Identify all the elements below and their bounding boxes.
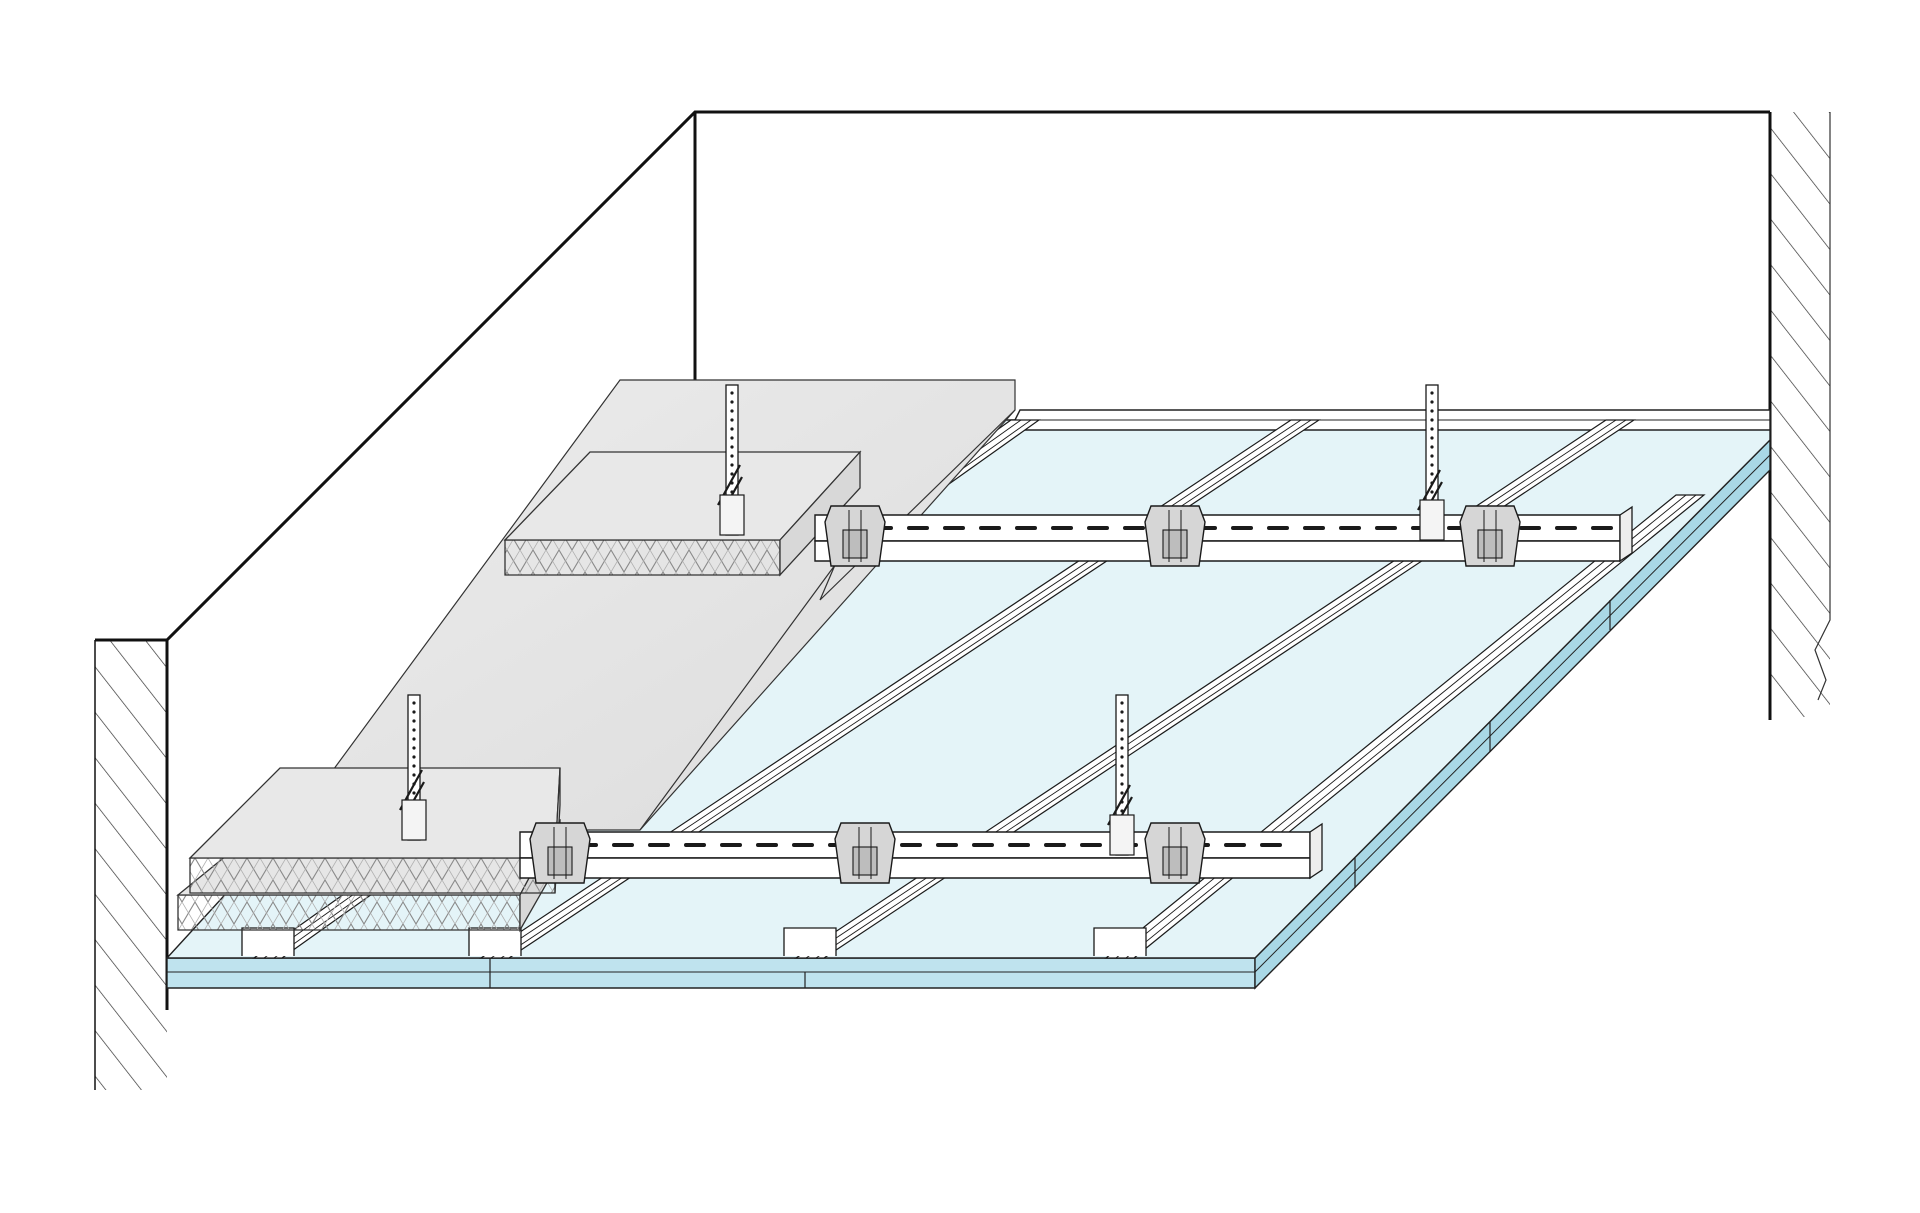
hanger — [1107, 694, 1135, 856]
channel-slot — [1591, 526, 1613, 530]
channel-slot — [1375, 526, 1397, 530]
primary-channel — [814, 505, 1633, 563]
hanger — [717, 384, 745, 536]
channel-slot — [1051, 526, 1073, 530]
channel-slot — [907, 526, 929, 530]
channel-slot — [900, 843, 922, 847]
channel-slot — [720, 843, 742, 847]
channel-slot — [1123, 526, 1145, 530]
connector-clip — [824, 505, 886, 567]
hanger-bracket — [719, 494, 745, 536]
hanger-bracket — [1419, 499, 1445, 541]
channel-slot — [972, 843, 994, 847]
hanger — [399, 694, 427, 841]
connector-clips — [529, 505, 1521, 884]
channel-slot — [1015, 526, 1037, 530]
channel-slot — [943, 526, 965, 530]
furring-channel-end — [1093, 927, 1147, 956]
channel-slot — [1260, 843, 1282, 847]
channel-slot — [979, 526, 1001, 530]
insulation-slab-upper — [188, 767, 561, 894]
perimeter-channel — [1008, 409, 1771, 431]
furring-channel-end — [468, 927, 522, 956]
channel-slot — [936, 843, 958, 847]
channel-slot — [1087, 526, 1109, 530]
channel-slot — [1044, 843, 1066, 847]
mineral-wool-insulation — [176, 379, 1016, 933]
channel-slot — [612, 843, 634, 847]
furring-channel-end — [783, 927, 837, 956]
connector-clip — [834, 822, 896, 884]
channel-slot — [1303, 526, 1325, 530]
channel-slot — [1339, 526, 1361, 530]
channel-slot — [1267, 526, 1289, 530]
room-outline — [165, 110, 1770, 642]
channel-slot — [684, 843, 706, 847]
channel-slot — [1519, 526, 1541, 530]
connector-clip — [1144, 822, 1206, 884]
hanger-bracket — [401, 799, 427, 841]
channel-slot — [1231, 526, 1253, 530]
connector-clip — [529, 822, 591, 884]
hanger — [1417, 384, 1445, 541]
channel-slot — [756, 843, 778, 847]
left-masonry-wall — [94, 638, 169, 1090]
channel-slot — [1080, 843, 1102, 847]
right-masonry-wall — [1768, 112, 1831, 720]
hanger-bracket — [1109, 814, 1135, 856]
connector-clip — [1144, 505, 1206, 567]
channel-slot — [648, 843, 670, 847]
hangers — [399, 384, 1445, 856]
connector-clip — [1459, 505, 1521, 567]
furring-channel-end — [241, 927, 295, 956]
channel-slot — [792, 843, 814, 847]
channel-slot — [1555, 526, 1577, 530]
insulation-slab-middle — [503, 450, 862, 577]
channel-slot — [1224, 843, 1246, 847]
channel-slot — [1008, 843, 1030, 847]
